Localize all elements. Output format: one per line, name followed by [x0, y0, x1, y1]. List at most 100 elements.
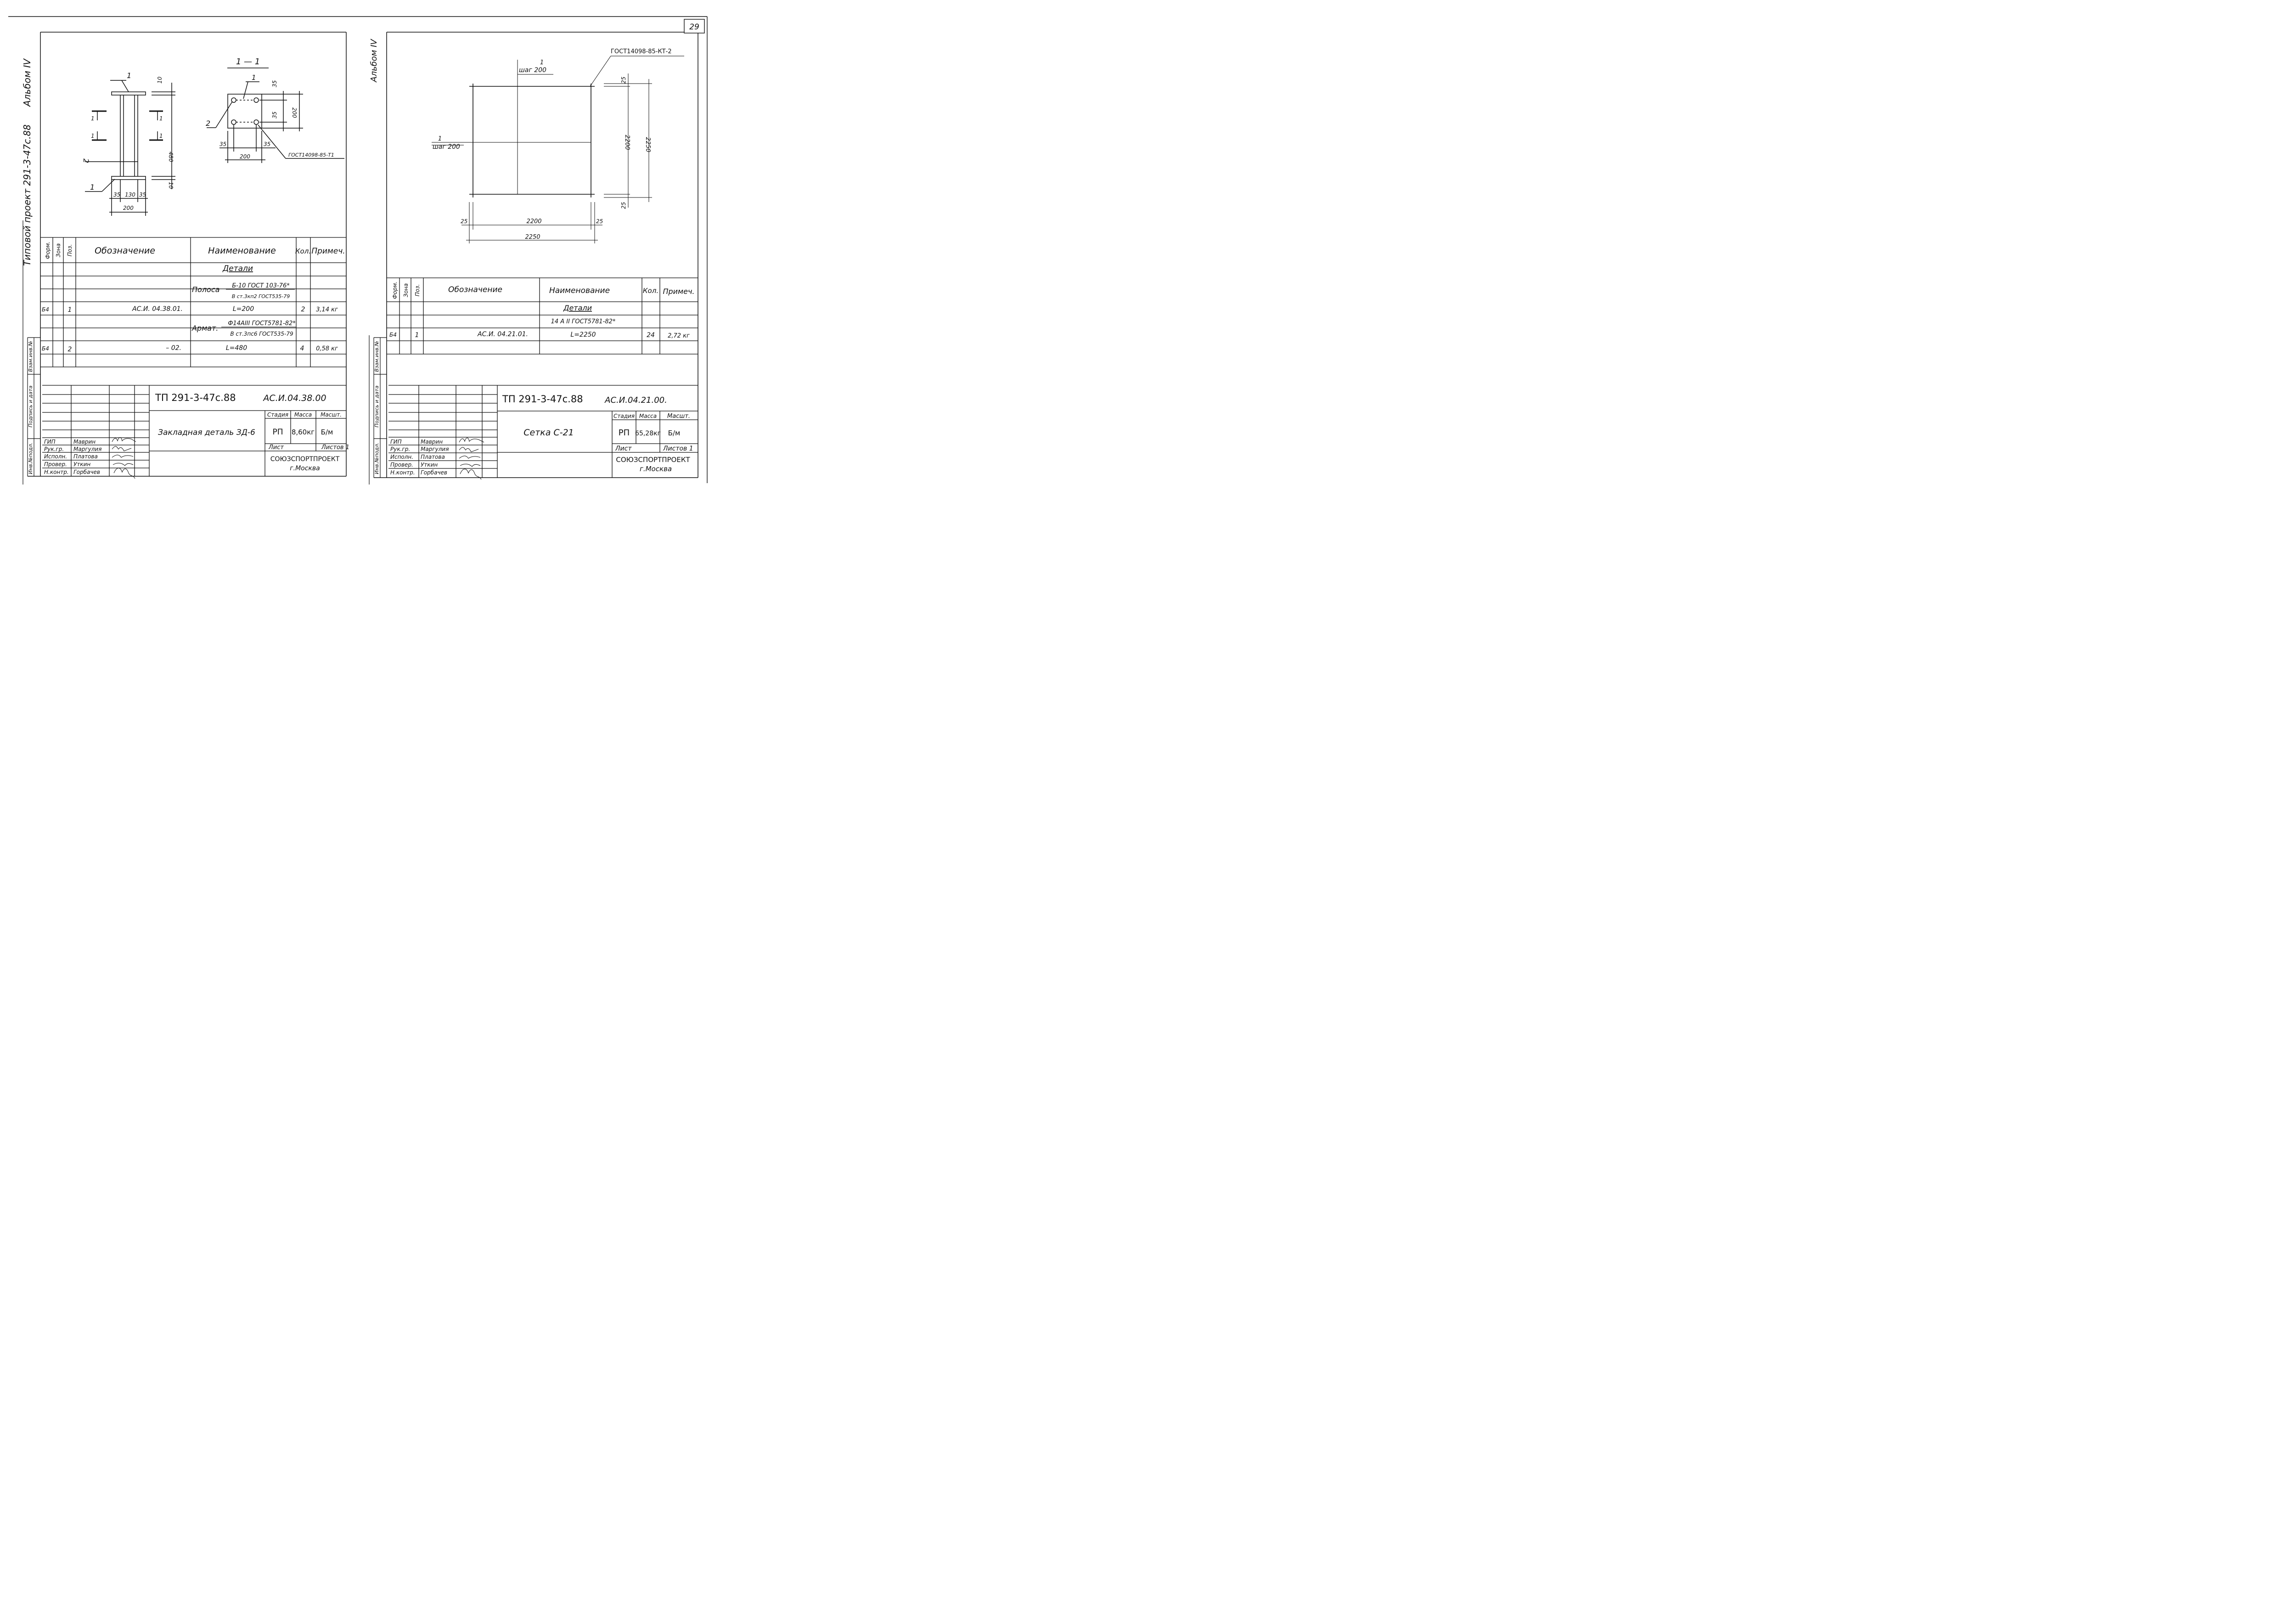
right-spec-h-form: Форм. — [392, 282, 398, 299]
left-plate-pos2: 2 — [206, 119, 210, 128]
right-dim-25-left: 25 — [461, 218, 467, 225]
right-role-0: ГИП — [390, 439, 402, 445]
left-spec-row2-name: L=200 — [233, 305, 254, 313]
right-stamp-sign: Подпись и дата — [374, 385, 380, 427]
left-section-view: 1 — 1 — [206, 57, 344, 163]
left-people: ГИП Маврин Рук.гр. Маргулия Исполн. Плат… — [44, 439, 101, 475]
left-stage-label: Стадия — [267, 411, 288, 418]
left-spec-h-name: Наименование — [208, 246, 276, 256]
right-dim-25-top: 25 — [620, 77, 627, 84]
left-name-3: Уткин — [73, 461, 90, 468]
right-spec-h-zone: Зона — [403, 283, 409, 297]
right-stage: РП — [619, 428, 630, 438]
right-sheets-label: Листов 1 — [663, 445, 693, 452]
left-dim-35-b: 35 — [139, 192, 146, 198]
right-mass-label: Масса — [639, 413, 657, 419]
left-dim-35-a: 35 — [113, 192, 120, 198]
right-name-0: Маврин — [421, 439, 443, 445]
right-stamp-strip — [373, 337, 387, 478]
right-album-label: Альбом IV — [369, 39, 379, 83]
right-spec-row2-form: Б4 — [389, 332, 397, 338]
left-doc-code: АС.И.04.38.00 — [262, 393, 326, 403]
left-scale: Б/м — [321, 428, 333, 436]
left-plate-dim-200: 200 — [240, 153, 250, 160]
left-spec-h-pos: Поз. — [67, 244, 73, 257]
left-plate-dim-35-h2: 35 — [264, 141, 270, 147]
right-name-3: Уткин — [421, 462, 438, 468]
left-name-1: Маргулия — [73, 446, 101, 452]
left-role-1: Рук.гр. — [44, 446, 64, 452]
left-section-arrow-4: 1 — [159, 133, 163, 139]
right-spec-h-name: Наименование — [549, 286, 610, 295]
left-spec-row2-note: 3,14 кг — [316, 306, 338, 313]
left-spec-row4-qty: 4 — [300, 345, 304, 352]
left-signatures — [112, 437, 136, 479]
left-org-line1: СОЮЗСПОРТПРОЕКТ — [270, 456, 340, 463]
left-name-2: Платова — [73, 453, 98, 460]
right-people: ГИП Маврин Рук.гр. Маргулия Исполн. Плат… — [390, 439, 449, 476]
left-mass: 8,60кг — [292, 428, 315, 436]
left-spec-h-form: Форм. — [45, 242, 51, 259]
left-spec-h-qty: Кол. — [295, 247, 311, 255]
left-sheets-label: Листов 1 — [321, 444, 349, 451]
left-spec-row4-name: L=480 — [226, 344, 247, 352]
left-spec-row2-designation: АС.И. 04.38.01. — [132, 305, 183, 313]
page-number: 29 — [689, 23, 699, 32]
right-dim-25-bottom: 25 — [620, 202, 627, 209]
right-role-4: Н.контр. — [390, 469, 415, 476]
left-pos2-label: 2 — [82, 158, 90, 163]
left-title-block — [42, 385, 346, 476]
left-role-2: Исполн. — [44, 453, 67, 460]
right-spec-row2-note: 2,72 кг — [668, 332, 690, 339]
left-spec-row4-pos: 2 — [68, 346, 72, 353]
left-front-view: 1 1 2 1 1 1 1 10 480 10 35 130 35 200 — [82, 71, 175, 216]
right-spec-table — [387, 277, 698, 386]
right-scale: Б/м — [668, 429, 681, 437]
left-spec-row4-note: 0,58 кг — [316, 345, 338, 352]
right-name-4: Горбачев — [421, 469, 447, 476]
right-spec-row2-name: L=2250 — [570, 331, 596, 338]
right-dim-2250-h: 2250 — [525, 234, 540, 241]
right-name-1: Маргулия — [421, 446, 449, 452]
right-stamp-inv: Инв.№подл. — [374, 443, 380, 474]
right-dim-2250-v: 2250 — [644, 137, 651, 152]
left-stamp-inv: Инв.№подл. — [28, 443, 34, 474]
right-scale-label: Масшт. — [667, 413, 690, 420]
right-project-code: ТП 291-3-47с.88 — [502, 394, 583, 405]
right-role-1: Рук.гр. — [390, 446, 410, 452]
left-spec-row4-designation: – 02. — [166, 344, 181, 352]
right-dim-2200-v: 2200 — [624, 135, 630, 150]
right-role-2: Исполн. — [390, 454, 413, 460]
left-name-4: Горбачев — [73, 469, 100, 475]
left-section-arrow-1: 1 — [91, 115, 95, 122]
left-mass-label: Масса — [294, 411, 312, 418]
right-spec-row1-name: 14 А II ГОСТ5781-82* — [551, 318, 616, 325]
right-spec-h-note: Примеч. — [663, 287, 694, 296]
right-mass: 65,28кг — [635, 430, 661, 437]
left-stage: РП — [272, 428, 283, 437]
left-drawing-title: Закладная деталь ЗД-6 — [158, 428, 255, 437]
left-sheet: Альбом IV Типовой проект 291-3-47с.88 Ин… — [22, 32, 349, 485]
right-left-step: шаг 200 — [433, 143, 460, 151]
left-project-margin: Типовой проект 291-3-47с.88 — [22, 124, 33, 266]
left-spec-row3-prefix: Армат. — [191, 324, 218, 332]
left-plate-dim-35-v1: 35 — [271, 80, 278, 87]
drawing-sheet: 29 Альбом IV Типовой проект 291-3-47с.88… — [8, 16, 708, 485]
left-spec-row1-top: Б-10 ГОСТ 103-76* — [232, 282, 290, 289]
left-plate-pos1: 1 — [252, 73, 256, 82]
right-sheet-label: Лист — [615, 445, 632, 452]
left-spec-h-note: Примеч. — [311, 247, 345, 256]
right-spec-section: Детали — [563, 304, 592, 312]
right-doc-code: АС.И.04.21.00. — [604, 395, 667, 405]
right-mesh-view: 1 шаг 200 1 шаг 200 ГОСТ14098-85-КТ-2 25… — [432, 48, 684, 243]
left-project-code: ТП 291-3-47с.88 — [155, 392, 236, 403]
left-spec-h-zone: Зона — [55, 243, 62, 257]
left-spec-row2-qty: 2 — [301, 306, 305, 313]
right-drawing-title: Сетка С-21 — [523, 428, 574, 438]
left-dim-10-top: 10 — [157, 76, 163, 84]
left-dim-130: 130 — [125, 192, 135, 198]
right-spec-h-pos: Поз. — [414, 284, 421, 297]
left-spec-row2-pos: 1 — [68, 306, 72, 314]
right-stamp-replace: Взам.инв.№ — [374, 341, 380, 372]
left-dim-200: 200 — [123, 205, 134, 211]
